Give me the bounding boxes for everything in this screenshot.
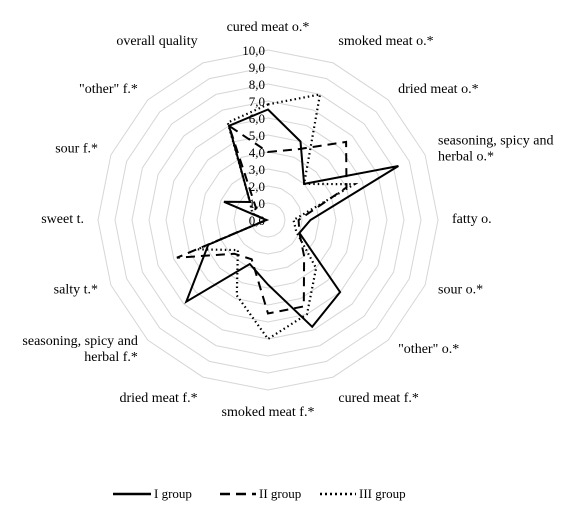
- radar-series: [176, 93, 399, 341]
- radar-grid: [97, 49, 439, 391]
- category-label: cured meat f.*: [338, 391, 418, 406]
- category-labels: cured meat o.* smoked meat o.* dried meat …: [22, 20, 553, 420]
- legend-label: II group: [259, 486, 301, 501]
- tick-label: 1,0: [249, 196, 265, 211]
- tick-label: 3,0: [249, 162, 265, 177]
- series-line-2: [176, 123, 348, 315]
- category-label: seasoning, spicy and: [22, 334, 137, 349]
- category-label: smoked meat o.*: [338, 34, 433, 49]
- grid-ring: [131, 83, 405, 357]
- category-label: dried meat o.*: [398, 82, 478, 97]
- category-label: cured meat o.*: [227, 20, 310, 35]
- grid-ring: [182, 134, 354, 306]
- category-label: sweet t.: [41, 212, 84, 227]
- radial-tick-labels: 0,0 1,0 2,0 3,0 4,0 5,0 6,0 7,0 8,0 9,0 10,0: [242, 43, 265, 228]
- category-label: "other" o.*: [398, 342, 459, 357]
- tick-label: 7,0: [249, 94, 265, 109]
- category-label: "other" f.*: [79, 82, 138, 97]
- tick-label: 5,0: [249, 128, 265, 143]
- category-label: dried meat f.*: [119, 391, 197, 406]
- tick-label: 6,0: [249, 111, 265, 126]
- legend-label: III group: [359, 486, 406, 501]
- grid-ring: [199, 151, 337, 289]
- category-label: salty t.*: [54, 282, 98, 297]
- grid-ring: [97, 49, 439, 391]
- legend-label: I group: [154, 486, 192, 501]
- grid-ring: [114, 66, 422, 374]
- tick-label: 9,0: [249, 60, 265, 75]
- category-label: overall quality: [116, 34, 197, 49]
- grid-ring: [250, 202, 286, 238]
- category-label: smoked meat f.*: [222, 405, 315, 420]
- category-label: sour f.*: [55, 142, 98, 157]
- legend: I group II group III group: [113, 486, 406, 501]
- tick-label: 10,0: [242, 43, 265, 58]
- grid-ring: [165, 117, 371, 323]
- category-label: seasoning, spicy and: [438, 134, 553, 149]
- tick-label: 0,0: [249, 213, 265, 228]
- grid-ring: [216, 168, 320, 272]
- category-label: fatty o.: [452, 212, 492, 227]
- tick-label: 2,0: [249, 179, 265, 194]
- tick-label: 4,0: [249, 145, 265, 160]
- category-label: herbal f.*: [84, 350, 138, 365]
- grid-ring: [233, 185, 303, 255]
- category-label: herbal o.*: [438, 150, 494, 165]
- series-line-1: [184, 108, 399, 329]
- category-label: sour o.*: [438, 282, 483, 297]
- grid-ring: [148, 100, 388, 340]
- tick-label: 8,0: [249, 77, 265, 92]
